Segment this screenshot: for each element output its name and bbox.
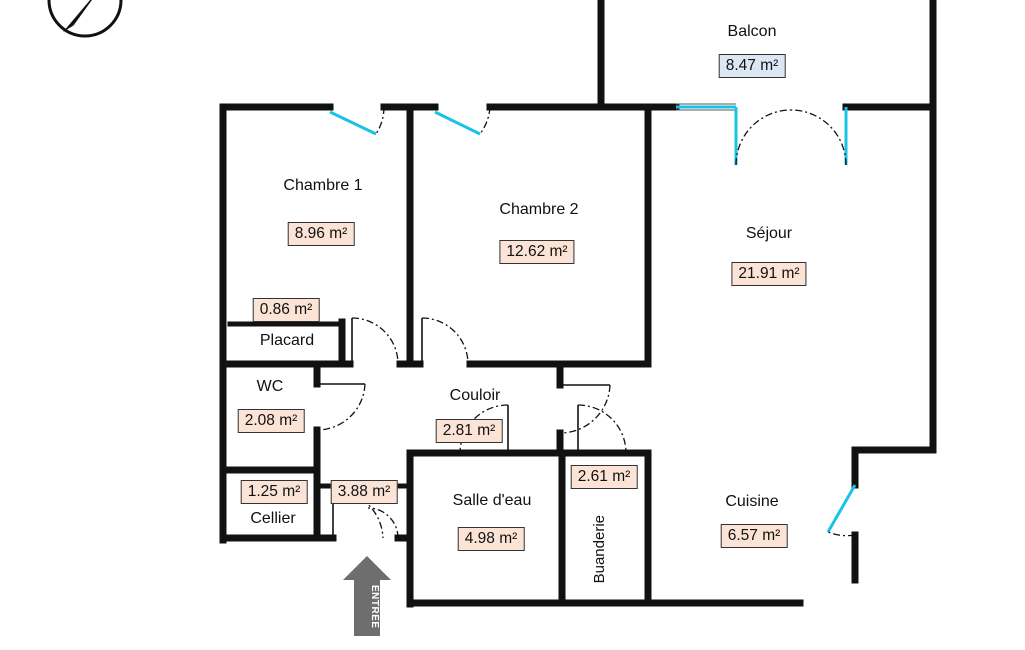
room-name-chambre1: Chambre 1 xyxy=(283,177,363,194)
room-name-placard: Placard xyxy=(259,332,315,349)
room-name-salle-eau: Salle d'eau xyxy=(452,492,532,509)
area-tag-buanderie: 2.61 m² xyxy=(570,465,638,489)
room-name-sejour: Séjour xyxy=(745,225,793,242)
entrance-arrow-icon xyxy=(343,556,391,636)
room-name-couloir: Couloir xyxy=(449,387,501,404)
room-name-buanderie: Buanderie xyxy=(591,515,608,584)
room-name-wc: WC xyxy=(256,378,284,395)
room-name-chambre2: Chambre 2 xyxy=(499,201,579,218)
area-tag-wc: 2.08 m² xyxy=(237,409,305,433)
glazing xyxy=(329,103,857,533)
area-tag-balcon: 8.47 m² xyxy=(718,54,786,78)
area-tag-chambre2: 12.62 m² xyxy=(499,240,575,264)
entrance-label: ENTRÉE xyxy=(369,585,380,629)
room-name-balcon: Balcon xyxy=(727,23,777,40)
outer-walls xyxy=(219,100,937,608)
area-tag-sejour: 21.91 m² xyxy=(731,262,807,286)
area-tag-cellier: 1.25 m² xyxy=(240,480,308,504)
compass-icon xyxy=(47,0,123,38)
room-name-cuisine: Cuisine xyxy=(725,493,779,510)
area-tag-entree: 3.88 m² xyxy=(330,480,398,504)
inner-walls xyxy=(219,103,652,607)
room-name-cellier: Cellier xyxy=(250,510,296,527)
area-tag-couloir: 2.81 m² xyxy=(435,419,503,443)
area-tag-cuisine: 6.57 m² xyxy=(720,524,788,548)
area-tag-placard: 0.86 m² xyxy=(252,298,320,322)
area-tag-chambre1: 8.96 m² xyxy=(287,222,355,246)
area-tag-salle-eau: 4.98 m² xyxy=(457,527,525,551)
doors xyxy=(316,106,856,539)
balcony-walls xyxy=(597,0,937,108)
